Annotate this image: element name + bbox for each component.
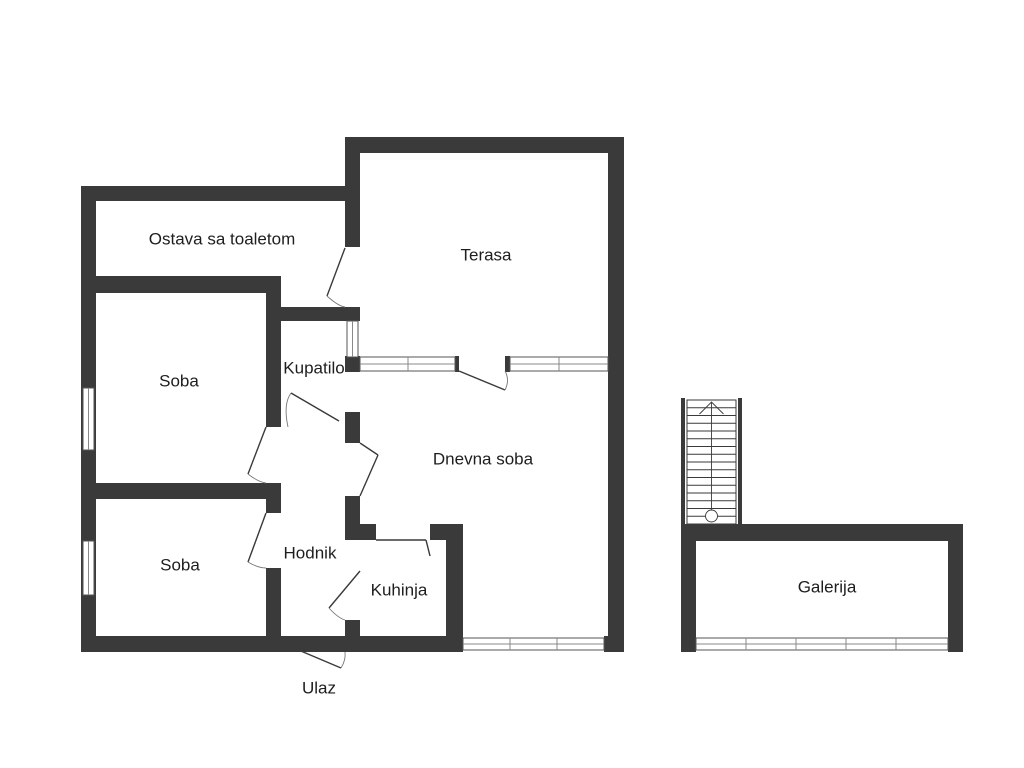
door-kitchen [328,539,431,621]
door-entrance [288,645,346,669]
label-terasa: Terasa [460,245,512,264]
wall-right-outer [608,137,624,652]
label-hodnik: Hodnik [284,543,337,562]
wall-gallery-top [681,524,963,541]
door-bedroom-2 [247,512,267,569]
stair-arrow-icon [699,401,724,415]
wall-kitchen-top-right [430,524,463,540]
wall-gallery-left [681,524,696,652]
stairs [686,399,737,525]
label-ulaz: Ulaz [302,678,336,697]
wall-kitchen-top [345,524,376,540]
door-bathroom [285,392,340,428]
doors [247,247,508,669]
wall-bottom-right-stub [604,636,624,652]
label-kuhinja: Kuhinja [371,580,428,599]
room-labels: Ostava sa toaletom Terasa Soba Kupatilo … [149,229,857,697]
wall-bath-right [345,307,360,321]
wall-left-block-top [81,186,360,201]
wall-gallery-bottom-right [948,636,963,652]
wall-rooms-divider [81,483,281,499]
label-galerija: Galerija [798,577,857,596]
main-walls [81,137,624,652]
wall-corridor-left-lower [266,483,281,513]
windows [82,320,609,651]
label-kupatilo: Kupatilo [283,358,344,377]
wall-terrace-divider-left [345,356,360,372]
wall-storage-bottom [81,276,281,293]
wall-bath-top [266,307,360,321]
label-dnevna-soba: Dnevna soba [433,449,534,468]
wall-terrace-left-upper [345,137,360,247]
label-ostava: Ostava sa toaletom [149,229,295,248]
wall-terrace-divider-mid [455,356,459,372]
wall-stair-left [681,398,685,525]
stair-start-circle-icon [705,509,718,523]
door-terrace [458,370,508,391]
wall-bath-left [266,276,281,427]
label-soba-2: Soba [160,555,200,574]
wall-kitchen-left-bottom [345,620,360,652]
label-soba-1: Soba [159,371,199,390]
door-living [359,442,379,497]
gallery-block [681,398,963,652]
wall-gallery-right [948,524,963,652]
wall-bath-right-lower [345,412,360,443]
wall-terrace-divider-right [505,356,510,372]
wall-stair-right [738,398,742,525]
wall-kitchen-outer-right [446,524,463,652]
door-bedroom-1 [247,426,267,484]
wall-corridor-left-bottom [266,568,281,652]
wall-bath-bottom [266,412,281,427]
wall-gallery-bottom-left [681,636,696,652]
door-storage [326,247,346,308]
wall-terrace-top [345,137,624,153]
